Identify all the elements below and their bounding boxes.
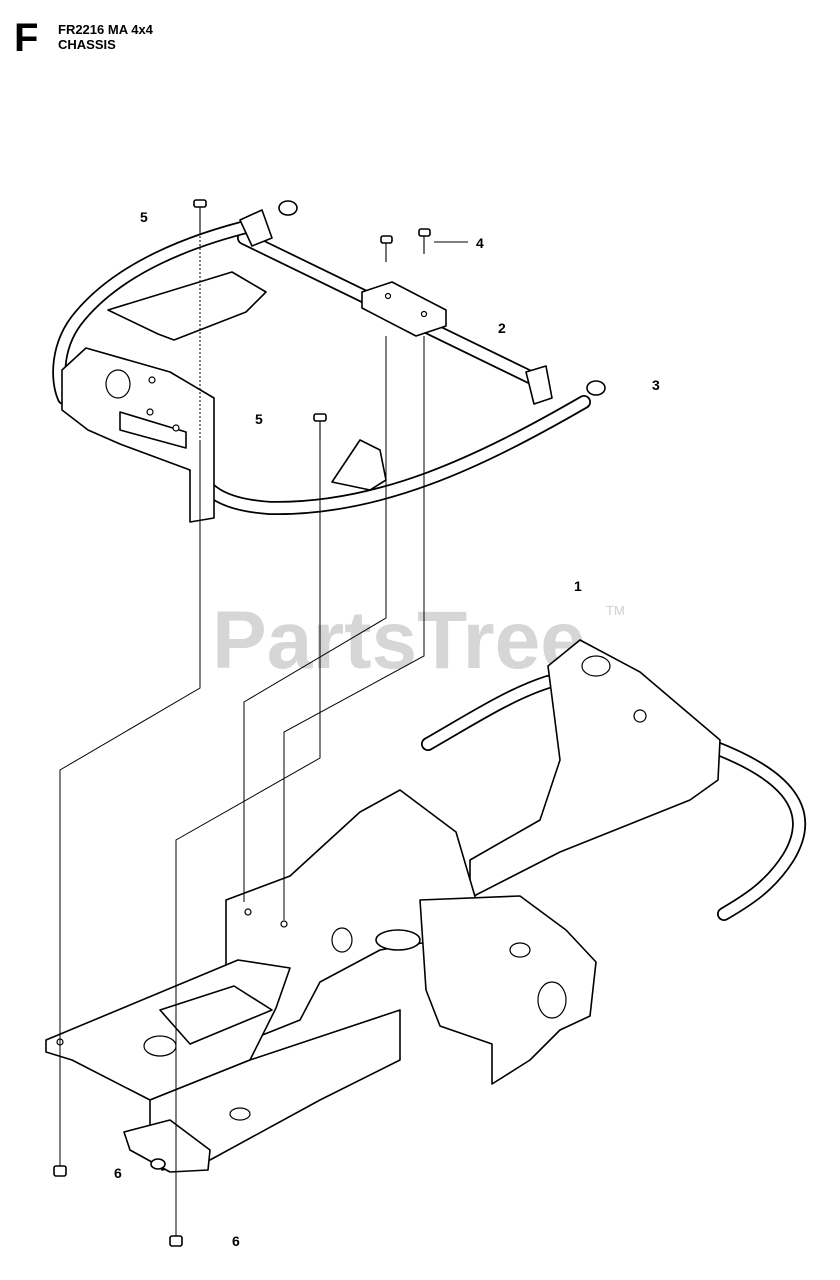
callout-5-upper: 5 bbox=[140, 209, 148, 225]
seat-frame-assembly bbox=[52, 199, 606, 523]
front-axle-mount bbox=[419, 895, 597, 1085]
bolt-5-lower bbox=[313, 413, 327, 440]
section-title: CHASSIS bbox=[58, 37, 116, 52]
bracket-right bbox=[525, 365, 553, 405]
watermark: PartsTree TM bbox=[212, 595, 625, 686]
callout-labels: 5 4 2 3 5 1 6 6 bbox=[114, 209, 660, 1249]
callout-2: 2 bbox=[498, 320, 506, 336]
title-block: FR2216 MA 4x4 CHASSIS bbox=[58, 22, 153, 52]
pivot-tube-end bbox=[375, 929, 421, 951]
alignment-lines bbox=[59, 232, 468, 1236]
callout-3: 3 bbox=[652, 377, 660, 393]
fender-support-top bbox=[107, 271, 267, 341]
main-chassis bbox=[45, 639, 806, 1173]
watermark-text: PartsTree bbox=[212, 595, 586, 686]
tube-cap-right bbox=[586, 380, 606, 396]
bolt-4-b bbox=[418, 228, 431, 254]
bolt-4-a bbox=[380, 235, 393, 262]
callout-1: 1 bbox=[574, 578, 582, 594]
callout-6-center: 6 bbox=[232, 1233, 240, 1249]
callout-6-left: 6 bbox=[114, 1165, 122, 1181]
seat-pad-plate bbox=[361, 281, 447, 337]
lever-bracket bbox=[331, 439, 387, 491]
model-number: FR2216 MA 4x4 bbox=[58, 22, 153, 37]
footboard-recess bbox=[159, 985, 273, 1045]
watermark-trademark: TM bbox=[606, 603, 625, 618]
bracket-left bbox=[239, 209, 273, 247]
rear-frame-section bbox=[469, 639, 721, 899]
callout-5-lower: 5 bbox=[255, 411, 263, 427]
section-letter: F bbox=[14, 16, 39, 60]
nut-6-center bbox=[169, 1235, 183, 1247]
nut-6-left bbox=[53, 1165, 67, 1177]
callout-4: 4 bbox=[476, 235, 484, 251]
bolt-5-upper bbox=[193, 199, 207, 232]
fender-slot bbox=[119, 411, 187, 449]
front-pivot-bracket bbox=[123, 1119, 211, 1173]
tube-cap-rear bbox=[278, 200, 298, 216]
